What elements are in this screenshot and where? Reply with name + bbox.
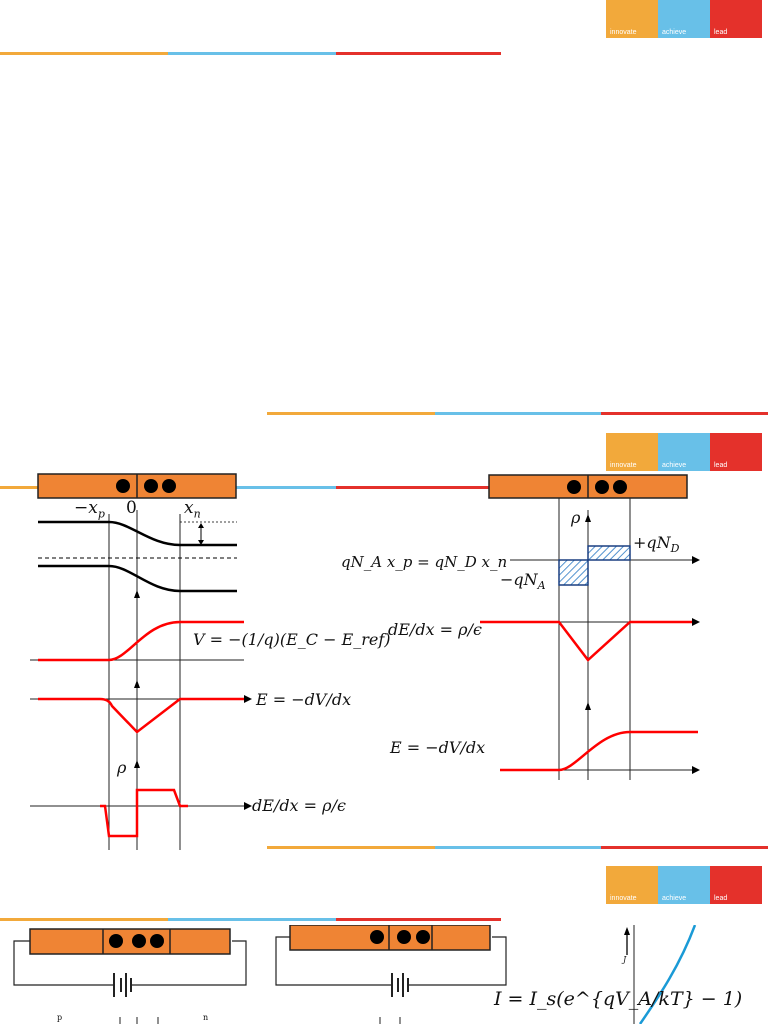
- equation-gauss: dE/dx = ρ/ϵ: [252, 796, 346, 815]
- header-rule: [168, 918, 336, 921]
- header-rule: [168, 52, 336, 55]
- logo-word: lead: [714, 895, 728, 902]
- label-zero: 0: [126, 498, 137, 518]
- biased-junction-panel: [13, 925, 697, 1024]
- band-diagram-panel: [30, 473, 252, 850]
- footer-rule: [601, 412, 768, 415]
- carrier-dot: [397, 930, 411, 944]
- label-rho: ρ: [571, 508, 581, 527]
- logo-word: lead: [714, 29, 728, 36]
- charge-curve: [100, 788, 188, 838]
- logo-middle: innovate achieve lead: [606, 433, 762, 471]
- logo-word: innovate: [610, 895, 637, 902]
- field-curve: [38, 697, 244, 734]
- equation-field: E = −dV/dx: [256, 690, 352, 709]
- footer-rule: [601, 846, 768, 849]
- header-rule: [336, 918, 501, 921]
- carrier-dot: [162, 479, 176, 493]
- diode-iv-curve: [638, 925, 697, 1024]
- logo-word: innovate: [610, 29, 637, 36]
- equation-charge-balance: qN_A x_p = qN_D x_n: [341, 553, 508, 571]
- logo-word: innovate: [610, 462, 637, 469]
- acceptor-charge-block: [558, 559, 589, 586]
- label-plus-qnd: +qND: [633, 533, 680, 556]
- header-rule: [336, 486, 501, 489]
- logo-top: innovate achieve lead: [606, 0, 762, 38]
- carrier-dot: [132, 934, 146, 948]
- equation-potential: V = −(1/q)(E_C − E_ref): [193, 630, 391, 649]
- label-minus-qna: −qNA: [500, 570, 546, 593]
- potential-curve: [38, 620, 244, 662]
- logo-bottom: innovate achieve lead: [606, 866, 762, 904]
- logo-word: achieve: [662, 29, 687, 36]
- label-rho: ρ: [117, 758, 127, 777]
- charge-field-panel: [480, 474, 700, 780]
- footer-rule: [435, 846, 601, 849]
- conduction-band: [38, 520, 237, 547]
- carrier-dot: [416, 930, 430, 944]
- valence-band: [38, 564, 237, 593]
- label-xn: xn: [184, 498, 201, 521]
- donor-charge-block: [587, 545, 631, 561]
- carrier-dot: [370, 930, 384, 944]
- footer-rule: [267, 412, 435, 415]
- footer-rule: [435, 412, 601, 415]
- pn-junction-bar: [29, 928, 231, 955]
- carrier-dot: [150, 934, 164, 948]
- equation-field: E = −dV/dx: [390, 738, 486, 757]
- potential-curve: [500, 730, 698, 772]
- pn-junction-bar: [289, 925, 491, 951]
- equation-gauss: dE/dx = ρ/ϵ: [388, 620, 482, 639]
- label-J: J: [623, 955, 627, 964]
- label-p: p: [57, 1013, 63, 1022]
- equation-diode: I = I_s(e^{qV_A/kT} − 1): [494, 988, 743, 1010]
- header-rule: [168, 486, 336, 489]
- label-n: n: [203, 1013, 209, 1022]
- carrier-dot: [116, 479, 130, 493]
- label-minus-xp: −xp: [74, 498, 105, 521]
- footer-rule: [267, 846, 435, 849]
- carrier-dot: [613, 480, 627, 494]
- header-rule: [336, 52, 501, 55]
- header-rule: [0, 52, 168, 55]
- header-rule: [0, 918, 168, 921]
- logo-word: lead: [714, 462, 728, 469]
- carrier-dot: [567, 480, 581, 494]
- carrier-dot: [595, 480, 609, 494]
- carrier-dot: [144, 479, 158, 493]
- field-curve: [480, 620, 692, 662]
- logo-word: achieve: [662, 895, 687, 902]
- current-axis-arrow-icon: [624, 927, 630, 935]
- logo-word: achieve: [662, 462, 687, 469]
- carrier-dot: [109, 934, 123, 948]
